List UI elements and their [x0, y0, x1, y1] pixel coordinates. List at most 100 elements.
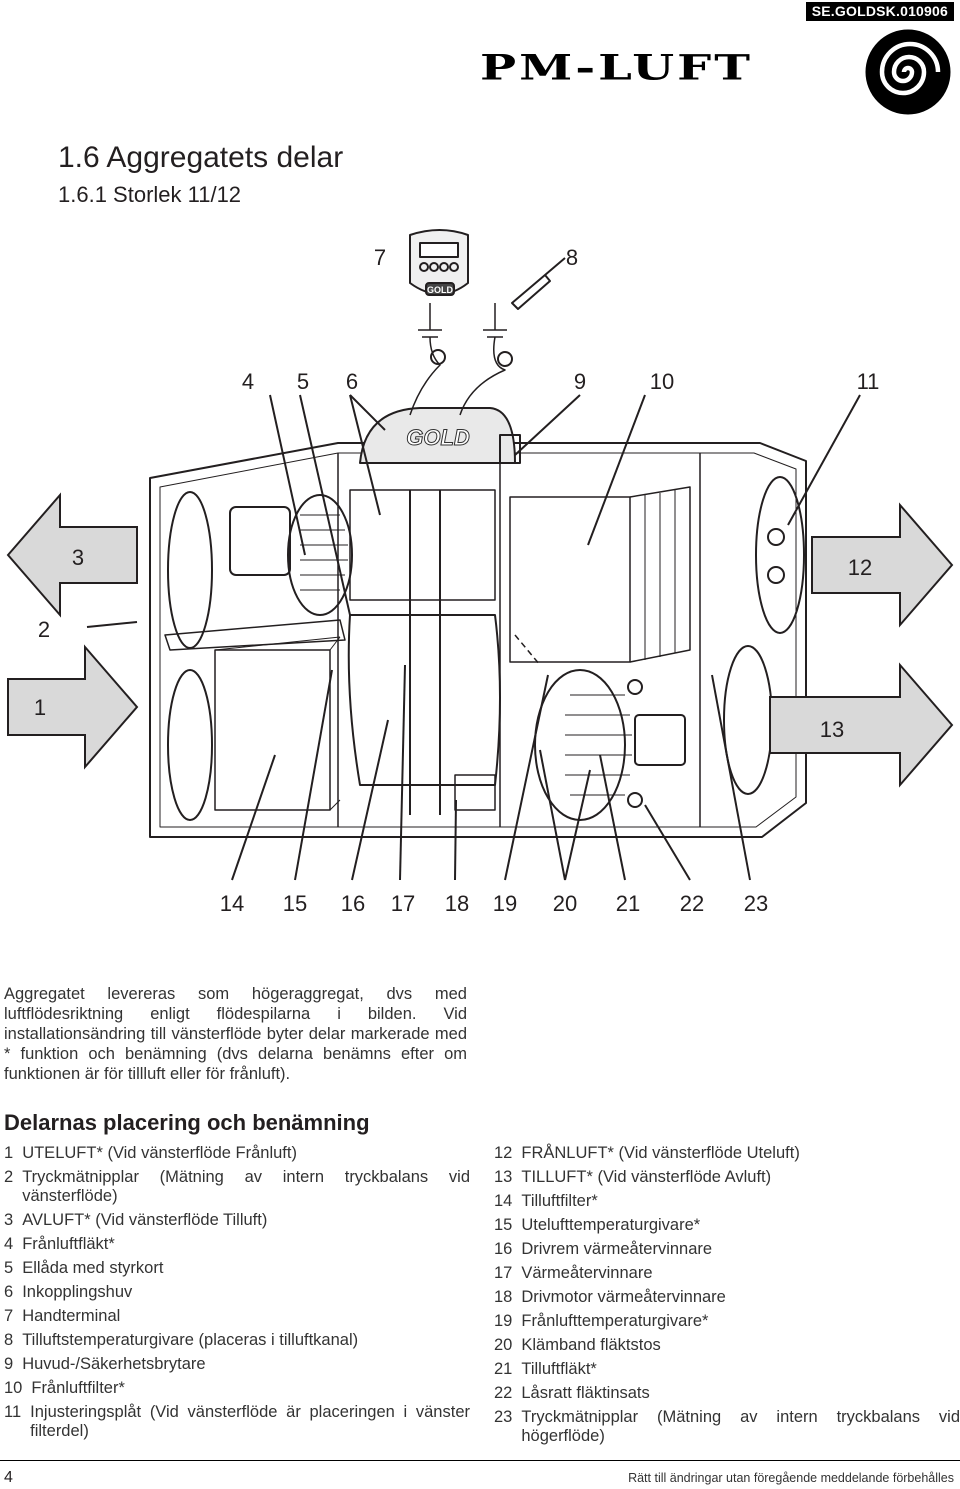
part-number: 7: [4, 1307, 14, 1325]
callout-1: 1: [34, 695, 46, 720]
part-description: Utelufttemperaturgivare*: [521, 1216, 701, 1234]
part-description: Värmeåtervinnare: [521, 1264, 653, 1282]
part-description: Tryckmätnipplar (Mätning av intern tryck…: [521, 1408, 960, 1445]
part-item: 16 Drivrem värmeåtervinnare: [494, 1240, 960, 1259]
part-number: 23: [494, 1408, 513, 1426]
part-item: 10 Frånluftfilter*: [4, 1379, 470, 1398]
callout-14: 14: [220, 891, 244, 916]
callout-8: 8: [566, 245, 578, 270]
part-item: 7 Handterminal: [4, 1307, 470, 1326]
callout-15: 15: [283, 891, 307, 916]
footer-divider: [0, 1460, 960, 1461]
callout-2: 2: [38, 617, 50, 642]
callout-23: 23: [744, 891, 768, 916]
part-description: Ellåda med styrkort: [22, 1259, 164, 1277]
part-item: 17 Värmeåtervinnare: [494, 1264, 960, 1283]
part-number: 6: [4, 1283, 14, 1301]
part-number: 15: [494, 1216, 513, 1234]
unit-parts-diagram: GOLD GOLD 7 8 4 5 6 9 10 11 3 12 2 1 13 …: [6, 229, 954, 916]
callout-12: 12: [848, 555, 872, 580]
part-description: Frånluftfilter*: [31, 1379, 125, 1397]
callout-16: 16: [341, 891, 365, 916]
callout-4: 4: [242, 369, 254, 394]
part-description: AVLUFT* (Vid vänsterflöde Tilluft): [22, 1211, 268, 1229]
part-item: 14 Tilluftfilter*: [494, 1192, 960, 1211]
callout-17: 17: [391, 891, 415, 916]
part-item: 5 Ellåda med styrkort: [4, 1259, 470, 1278]
flow-arrow-12: [811, 502, 954, 628]
part-number: 21: [494, 1360, 513, 1378]
part-description: FRÅNLUFT* (Vid vänsterflöde Uteluft): [521, 1144, 800, 1162]
part-number: 4: [4, 1235, 14, 1253]
part-item: 23 Tryckmätnipplar (Mätning av intern try…: [494, 1408, 960, 1446]
page-subtitle: 1.6.1 Storlek 11/12: [58, 182, 242, 207]
part-description: Tryckmätnipplar (Mätning av intern tryck…: [22, 1168, 470, 1205]
part-item: 19 Frånlufttemperaturgivare*: [494, 1312, 960, 1331]
part-number: 22: [494, 1384, 513, 1402]
brand-name: PM-LUFT: [480, 47, 753, 89]
part-description: Injusteringsplåt (Vid vänsterflöde är pl…: [30, 1403, 470, 1440]
part-description: Handterminal: [22, 1307, 121, 1325]
section-heading: Delarnas placering och benämning: [4, 1110, 370, 1135]
part-number: 13: [494, 1168, 513, 1186]
callout-13: 13: [820, 717, 844, 742]
part-number: 14: [494, 1192, 513, 1210]
part-number: 1: [4, 1144, 14, 1162]
part-number: 18: [494, 1288, 513, 1306]
part-number: 19: [494, 1312, 513, 1330]
flow-arrow-1: [7, 644, 139, 770]
spiral-logo-icon: [865, 29, 951, 115]
part-description: Frånluftfläkt*: [22, 1235, 115, 1253]
part-item: 2 Tryckmätnipplar (Mätning av intern tryc…: [4, 1168, 470, 1206]
part-number: 3: [4, 1211, 14, 1229]
callout-18: 18: [445, 891, 469, 916]
part-description: Huvud-/Säkerhetsbrytare: [22, 1355, 206, 1373]
part-item: 4 Frånluftfläkt*: [4, 1235, 470, 1254]
part-number: 12: [494, 1144, 513, 1162]
temperature-sensor: [511, 257, 566, 310]
callout-22: 22: [680, 891, 704, 916]
rotor: [347, 614, 501, 786]
part-description: Klämband fläktstos: [521, 1336, 661, 1354]
callout-19: 19: [493, 891, 517, 916]
footer-disclaimer: Rätt till ändringar utan föregående medd…: [628, 1471, 954, 1485]
part-description: Låsratt fläktinsats: [521, 1384, 650, 1402]
part-description: TILLUFT* (Vid vänsterflöde Avluft): [521, 1168, 772, 1186]
unit-brand-label: GOLD: [406, 425, 470, 450]
part-item: 3 AVLUFT* (Vid vänsterflöde Tilluft): [4, 1211, 470, 1230]
callout-9: 9: [574, 369, 586, 394]
callout-21: 21: [616, 891, 640, 916]
intro-paragraph: Aggregatet levereras som högeraggregat, …: [4, 985, 467, 1083]
part-number: 16: [494, 1240, 513, 1258]
part-description: Drivrem värmeåtervinnare: [521, 1240, 713, 1258]
brand-logo: [865, 29, 951, 115]
part-description: Frånlufttemperaturgivare*: [521, 1312, 709, 1330]
part-number: 8: [4, 1331, 14, 1349]
cabinet-outline: [149, 442, 807, 838]
flow-arrow-13: [769, 662, 954, 788]
part-number: 2: [4, 1168, 14, 1186]
part-number: 11: [4, 1403, 22, 1421]
callout-11: 11: [857, 369, 880, 394]
part-description: Tilluftfilter*: [521, 1192, 598, 1210]
parts-list-right: 12 FRÅNLUFT* (Vid vänsterflöde Uteluft) 13…: [494, 1144, 960, 1451]
page-title: 1.6 Aggregatets delar: [58, 141, 344, 174]
document-code: SE.GOLDSK.010906: [805, 2, 954, 21]
part-number: 5: [4, 1259, 14, 1277]
callout-5: 5: [297, 369, 309, 394]
callout-3: 3: [72, 545, 84, 570]
part-item: 22 Låsratt fläktinsats: [494, 1384, 960, 1403]
part-item: 12 FRÅNLUFT* (Vid vänsterflöde Uteluft): [494, 1144, 960, 1163]
part-number: 17: [494, 1264, 513, 1282]
part-number: 10: [4, 1379, 23, 1397]
part-item: 15 Utelufttemperaturgivare*: [494, 1216, 960, 1235]
terminal-brand-label: GOLD: [427, 285, 453, 295]
part-item: 11 Injusteringsplåt (Vid vänsterflöde är …: [4, 1403, 470, 1441]
part-number: 9: [4, 1355, 14, 1373]
